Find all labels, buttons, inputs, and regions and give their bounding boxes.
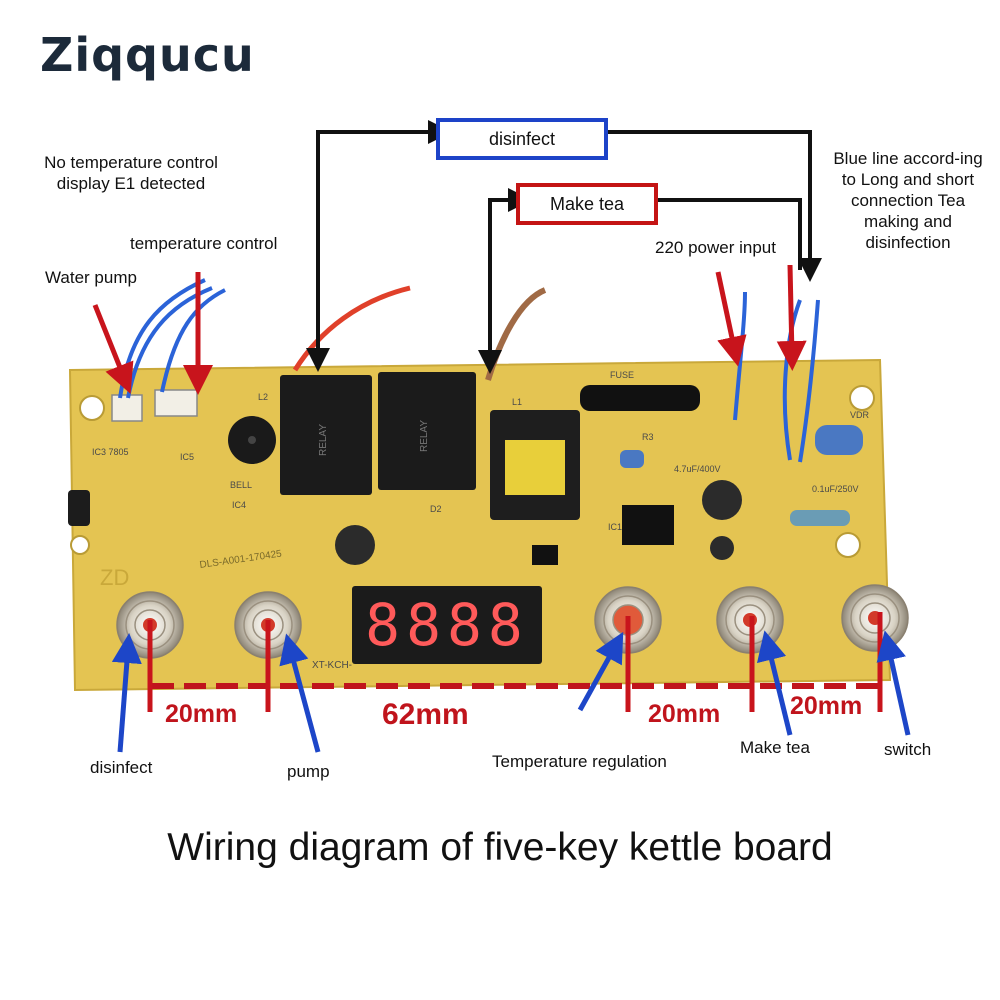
mount-hole	[849, 385, 875, 411]
temp-regulation-key-label: Temperature regulation	[492, 752, 667, 771]
disinfect-key-arrow	[111, 633, 142, 753]
resistor	[790, 510, 850, 526]
silk-r3: R3	[642, 432, 654, 442]
display-digits: 8888	[365, 591, 529, 659]
make-tea-line-right	[655, 198, 802, 270]
pump-key-arrow	[279, 633, 321, 753]
temp-connector	[154, 389, 198, 417]
power-input-arrow	[776, 264, 807, 371]
temp-key-arrow	[577, 631, 624, 712]
dimension-20mm-right: 20mm	[790, 692, 863, 720]
make-tea-wire-box: Make tea	[516, 183, 658, 225]
pump-key-label: pump	[287, 762, 330, 781]
key-switch	[841, 584, 909, 652]
electrolytic-capacitor	[710, 536, 734, 560]
power-input-label: 220 power input	[655, 238, 776, 257]
small-capacitor	[620, 450, 644, 468]
dimension-20mm-left: 20mm	[165, 700, 238, 728]
ic-chip	[622, 505, 674, 545]
electrolytic-capacitor	[335, 525, 375, 565]
silk-bell: BELL	[230, 480, 252, 490]
relay-1	[280, 375, 372, 495]
mount-hole	[835, 532, 861, 558]
silk-d2: D2	[430, 504, 442, 514]
silk-ic4: IC4	[232, 500, 246, 510]
no-temp-note: No temperature control display E1 detect…	[44, 153, 218, 193]
blue-line-note: Blue line accord-ing to Long and short c…	[833, 149, 983, 252]
ic-small	[532, 545, 558, 565]
capacitor	[68, 490, 90, 526]
silk-ic5: IC5	[180, 452, 194, 462]
relay-2	[378, 372, 476, 490]
vdr-capacitor	[815, 425, 863, 455]
silk-cap1: 4.7uF/400V	[674, 464, 721, 474]
switch-key-arrow	[876, 630, 911, 736]
relay-red-wire	[292, 285, 411, 372]
electrolytic-capacitor	[702, 480, 742, 520]
power-wire	[798, 299, 820, 463]
silk-l2: L2	[258, 392, 268, 402]
disinfect-key-label: disinfect	[90, 758, 153, 777]
diagram-caption: Wiring diagram of five-key kettle board	[167, 826, 833, 869]
fuse	[580, 385, 700, 411]
temp-wire	[160, 288, 226, 393]
disinfect-line-right	[605, 130, 822, 282]
svg-text:RELAY: RELAY	[318, 424, 329, 456]
silk-vdr: VDR	[850, 410, 870, 420]
svg-text:RELAY: RELAY	[419, 420, 430, 452]
silk-fuse: FUSE	[610, 370, 634, 380]
power-input-arrow	[715, 271, 747, 367]
disinfect-line	[316, 120, 452, 355]
temperature-control-label: temperature control	[130, 234, 278, 253]
make-tea-key-label: Make tea	[740, 738, 810, 757]
dimension-20mm-mid: 20mm	[648, 700, 721, 728]
brand-logo: Ziqqucu	[40, 28, 255, 82]
silk-l1: L1	[512, 397, 522, 407]
mount-hole	[70, 535, 90, 555]
switch-key-label: switch	[884, 740, 932, 759]
silk-zd: ZD	[100, 565, 129, 590]
power-wire	[782, 299, 802, 461]
dimension-62mm: 62mm	[382, 698, 469, 731]
silk-ic1: IC1	[608, 522, 622, 532]
silk-xt: XT-KCH-	[312, 660, 352, 671]
silk-cap2: 0.1uF/250V	[812, 484, 859, 494]
pump-connector	[111, 394, 143, 422]
mount-hole	[79, 395, 105, 421]
water-pump-label: Water pump	[45, 268, 137, 287]
make-tea-key-arrow	[756, 630, 793, 736]
water-pump-arrow	[92, 304, 134, 394]
silk-ic3: IC3 7805	[92, 447, 129, 457]
seven-segment-display	[352, 586, 542, 664]
disinfect-wire-box: disinfect	[436, 118, 608, 160]
